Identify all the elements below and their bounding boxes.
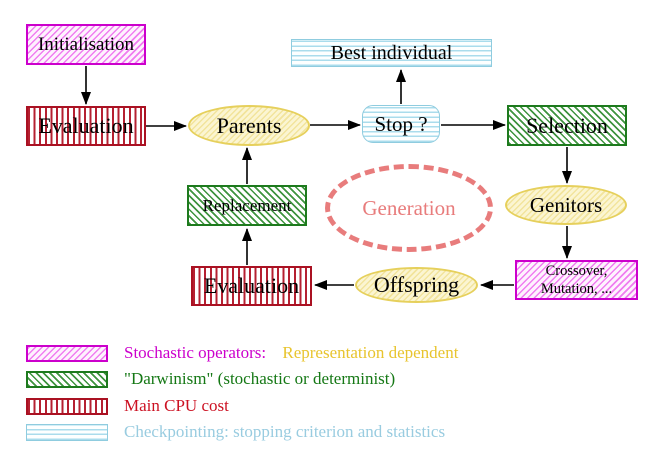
legend-swatch-magenta-hatch [26,344,108,362]
legend-text-darwinism: "Darwinism" (stochastic or determinist) [124,369,396,388]
legend-row-checkpointing: Checkpointing: stopping criterion and st… [26,422,445,442]
node-genitors-label: Genitors [529,192,603,217]
node-replacement-label: Replacement [202,195,292,215]
node-crossover-line1: Crossover, [545,262,608,279]
node-generation-label: Generation [362,195,456,220]
node-selection: Selection [507,105,627,146]
node-stop: Stop ? [362,105,440,143]
node-evaluation-top-label: Evaluation [38,113,134,138]
node-offspring-label: Offspring [373,272,460,297]
legend-text-representation: Representation dependent [282,343,459,362]
legend-text-cpu-cost: Main CPU cost [124,396,229,415]
node-best-individual: Best individual [291,39,492,67]
legend-swatch-red-stripes [26,397,108,415]
legend-text-checkpointing: Checkpointing: stopping criterion and st… [124,422,446,441]
node-evaluation-bottom-label: Evaluation [203,273,300,298]
node-evaluation-top: Evaluation [26,106,146,146]
node-genitors: Genitors [505,185,627,225]
node-stop-label: Stop ? [374,111,428,136]
legend-swatch-green-hatch [26,370,108,388]
legend-text-stochastic: Stochastic operators: [124,343,267,362]
legend-row-stochastic-operators: Stochastic operators: Representation dep… [26,343,458,363]
node-evaluation-bottom: Evaluation [191,266,312,306]
node-parents: Parents [188,105,310,146]
legend-row-cpu-cost: Main CPU cost [26,396,229,416]
node-selection-label: Selection [526,112,608,138]
node-parents-label: Parents [216,112,282,138]
legend-row-darwinism: "Darwinism" (stochastic or determinist) [26,369,395,389]
node-offspring: Offspring [355,267,478,303]
legend-swatch-cyan-stripes [26,423,108,441]
legend-label-stochastic-operators: Stochastic operators: Representation dep… [124,343,458,363]
node-crossover-mutation: Crossover, Mutation, ... [515,260,638,300]
node-best-individual-label: Best individual [330,41,453,64]
node-initialisation-label: Initialisation [37,33,135,55]
node-replacement: Replacement [187,185,307,226]
node-initialisation: Initialisation [26,24,146,65]
node-generation: Generation [325,164,493,252]
node-crossover-line2: Mutation, ... [540,281,613,297]
